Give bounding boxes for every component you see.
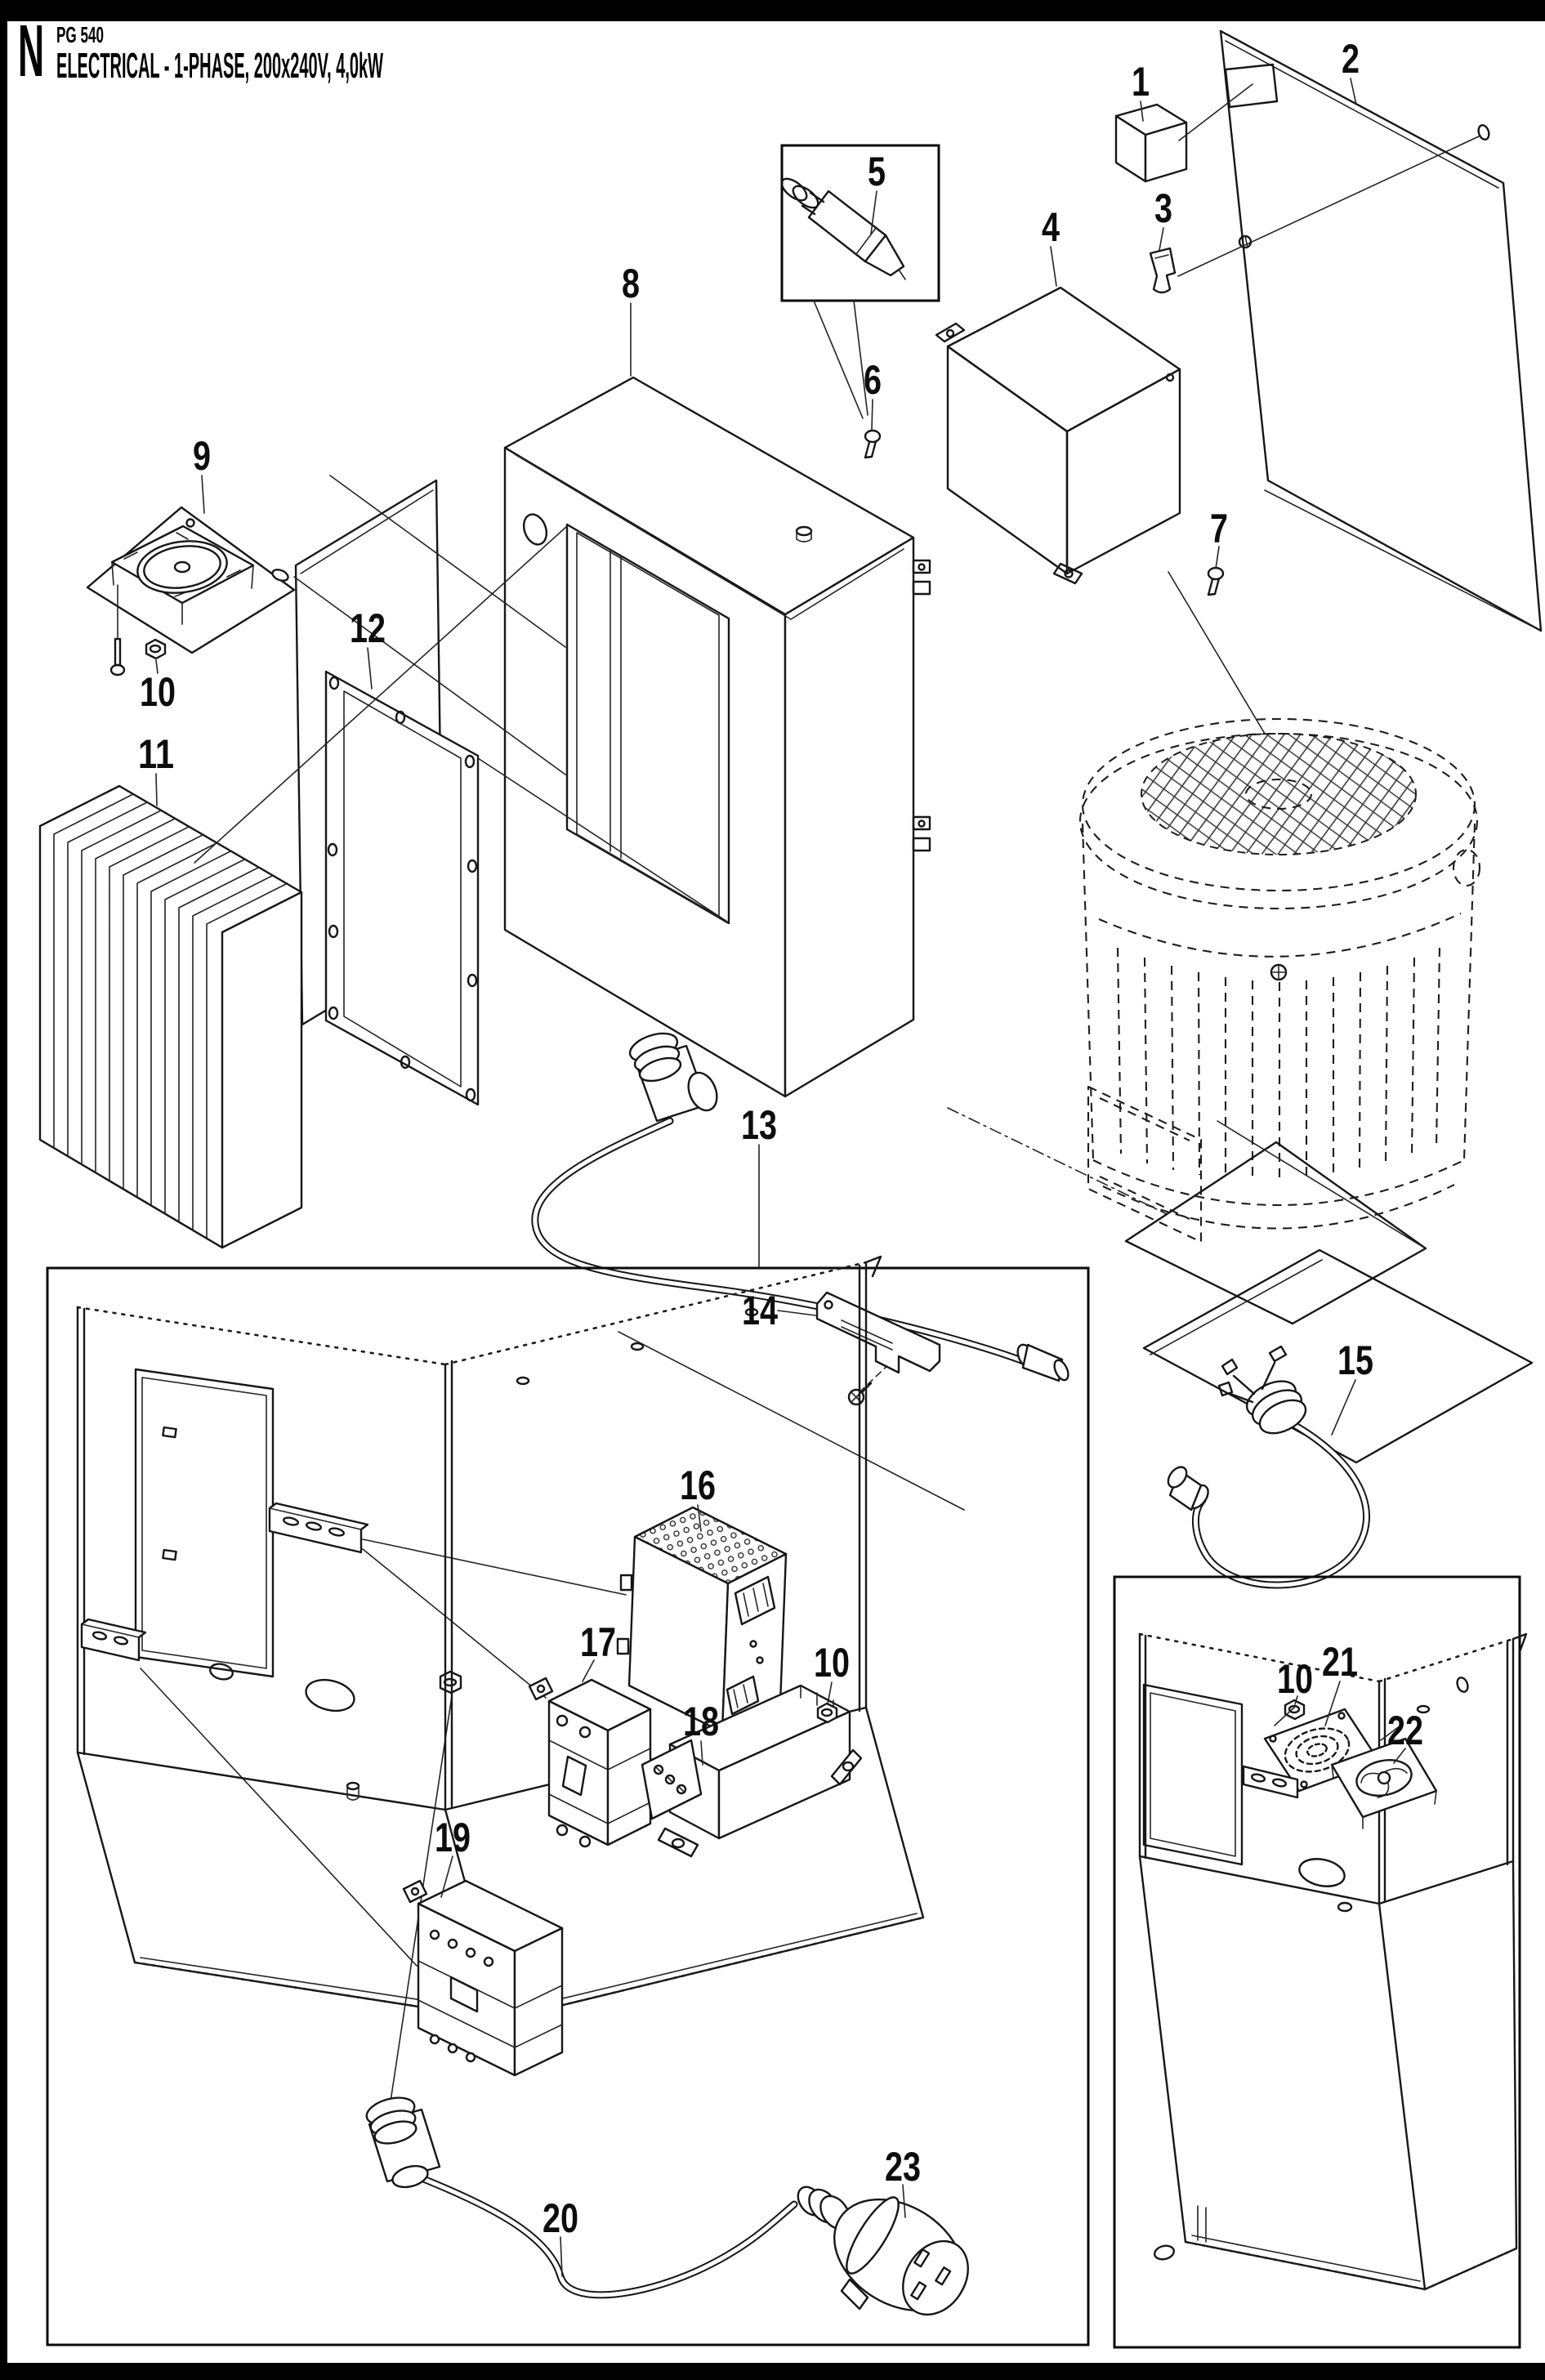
- part-callout-13-12: 13: [741, 1102, 777, 1148]
- part-callout-3-2: 3: [1154, 185, 1172, 231]
- part-11-heatsink: [38, 784, 303, 1249]
- part-3-clip: [1149, 234, 1253, 294]
- part-23-cee-plug: [797, 2186, 969, 2316]
- enclosure-opening: [565, 523, 730, 925]
- part-10-nut-a: [145, 638, 167, 660]
- part-callout-5-4: 5: [868, 149, 886, 194]
- part-callout-10-9: 10: [140, 669, 176, 715]
- rear-din-rail: [1242, 1765, 1299, 1799]
- part-19-contactor: [402, 1879, 564, 2077]
- inset-pointer: [813, 300, 869, 419]
- grease-syringe-icon: [780, 177, 906, 280]
- part-callout-16-15: 16: [680, 1462, 716, 1508]
- part-callout-8-7: 8: [622, 261, 640, 306]
- part-callout-2-1: 2: [1342, 36, 1360, 82]
- inset-box-rear-cabinet: [1113, 1575, 1521, 2349]
- rear-cabinet-interior: [1138, 1632, 1528, 2291]
- model-name: PG 540: [56, 22, 104, 47]
- section-letter: N: [18, 11, 44, 92]
- part-callout-23-24: 23: [885, 2144, 921, 2190]
- part-callout-15-14: 15: [1337, 1337, 1373, 1383]
- part-5-grease-inset: [780, 144, 940, 419]
- cabinet-window: [134, 1368, 275, 1678]
- part-10-nut-b: [816, 1702, 838, 1724]
- motor-phantom: [1078, 717, 1481, 1244]
- part-callout-18-17: 18: [683, 1699, 719, 1744]
- page-title: ELECTRICAL - 1-PHASE, 200x240V, 4,0kW: [56, 46, 383, 86]
- wire-terminals: [1217, 1345, 1288, 1404]
- header: N PG 540 ELECTRICAL - 1-PHASE, 200x240V,…: [18, 11, 383, 92]
- cover-label-plate: [1224, 63, 1279, 109]
- part-callout-19-19: 19: [435, 1815, 471, 1860]
- part-18-line-filter: [641, 1684, 863, 1858]
- part-callout-12-11: 12: [350, 605, 386, 651]
- part-22-fan: [1330, 1737, 1438, 1829]
- part-13-motor-cable: [531, 1032, 1069, 1382]
- part-callout-14-13: 14: [742, 1288, 778, 1333]
- part-callout-6-5: 6: [864, 357, 882, 403]
- part-20-power-cable: [365, 2096, 798, 2299]
- cable-15-end-ferrule: [1167, 1466, 1209, 1512]
- part-10-bolt: [109, 584, 126, 676]
- part-6-screw: [864, 429, 882, 459]
- inset-box-cabinet: [46, 1266, 1090, 2347]
- part-10-nut-c: [1284, 1699, 1306, 1721]
- part-callout-4-3: 4: [1042, 204, 1060, 250]
- part-callout-7-6: 7: [1210, 506, 1228, 551]
- callout-leader-lines: [155, 78, 1481, 2277]
- part-callout-1-0: 1: [1132, 59, 1150, 105]
- rear-cabinet-window: [1142, 1683, 1244, 1866]
- part-callout-20-20: 20: [543, 2195, 578, 2241]
- part-1-knob-block: [1114, 103, 1188, 183]
- part-12-gasket: [324, 670, 480, 1106]
- part-8-main-enclosure: [503, 376, 931, 1098]
- part-callout-9-8: 9: [193, 433, 211, 479]
- part-7-screw: [1207, 566, 1225, 596]
- part-callout-10-18: 10: [814, 1640, 850, 1686]
- alignment-lines: [140, 475, 1266, 2102]
- part-callout-21-21: 21: [1322, 1639, 1358, 1685]
- part-2-cover-panel: [1219, 29, 1543, 632]
- part-4-capacitor-box: [935, 286, 1181, 585]
- din-rail-upper: [268, 1502, 369, 1554]
- part-callout-22-23: 22: [1387, 1708, 1423, 1753]
- part-17-circuit-breaker: [528, 1677, 652, 1848]
- part-9-fan-assembly: [86, 506, 296, 654]
- part-callout-17-16: 17: [580, 1619, 616, 1665]
- part-15-lead-cable: [1167, 1345, 1370, 1589]
- din-rail-lower: [80, 1618, 147, 1662]
- part-14-clamp-bracket: [815, 1291, 941, 1406]
- elbow-gland-20: [365, 2096, 441, 2189]
- part-callout-10-22: 10: [1277, 1656, 1313, 1702]
- part-16-power-supply: [616, 1506, 788, 1734]
- cable-13-end-ferrule: [1016, 1343, 1069, 1382]
- exploded-planes: [1124, 1120, 1534, 1464]
- part-callout-11-10: 11: [138, 731, 174, 777]
